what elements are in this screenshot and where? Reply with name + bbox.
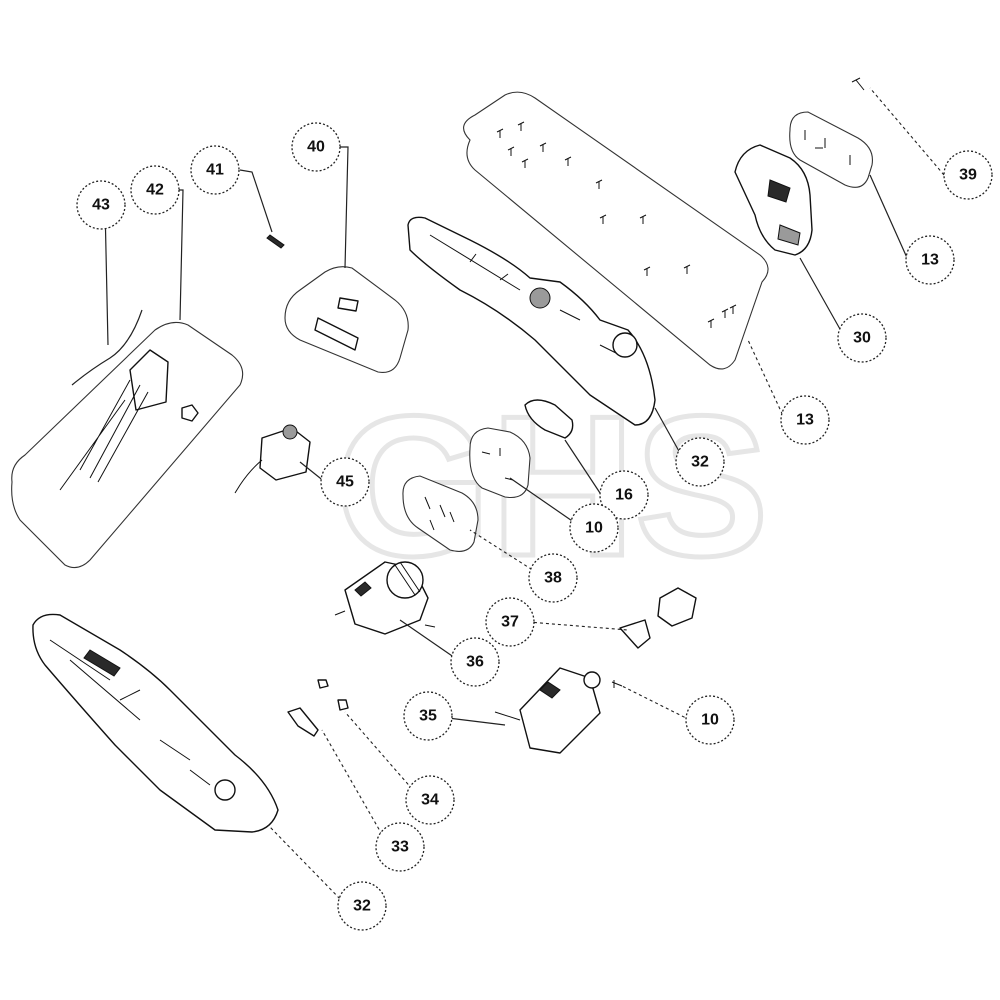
callout-label: 43 bbox=[92, 197, 110, 214]
callout-34: 34 bbox=[405, 775, 455, 825]
part-45-switch bbox=[234, 424, 311, 494]
callout-37: 37 bbox=[485, 597, 535, 647]
callout-label: 33 bbox=[391, 839, 409, 856]
callout-label: 37 bbox=[501, 614, 519, 631]
callout-32-upper: 32 bbox=[675, 437, 725, 487]
callout-42: 42 bbox=[130, 165, 180, 215]
callout-label: 16 bbox=[615, 487, 633, 504]
callout-label: 30 bbox=[853, 330, 871, 347]
screw-10-lower bbox=[611, 680, 623, 688]
callout-label: 41 bbox=[206, 162, 224, 179]
callout-label: 45 bbox=[336, 474, 354, 491]
screw-panel-38 bbox=[402, 475, 479, 552]
callout-30: 30 bbox=[837, 313, 887, 363]
callout-label: 32 bbox=[353, 898, 371, 915]
part-30-handle-cover bbox=[734, 144, 813, 256]
callout-45: 45 bbox=[320, 457, 370, 507]
part-36-motor bbox=[334, 561, 436, 635]
callout-label: 39 bbox=[959, 167, 977, 184]
screw-panel-10 bbox=[469, 427, 531, 499]
panel-40 bbox=[284, 266, 409, 373]
callout-10-upper: 10 bbox=[569, 503, 619, 553]
part-33 bbox=[287, 707, 319, 737]
part-37-cap bbox=[619, 587, 697, 649]
part-34 bbox=[317, 679, 349, 711]
part-16-clip bbox=[524, 399, 574, 439]
callout-label: 42 bbox=[146, 182, 164, 199]
callout-label: 35 bbox=[419, 708, 437, 725]
screw-panel-13-large bbox=[463, 91, 769, 370]
callout-43: 43 bbox=[76, 180, 126, 230]
callout-39: 39 bbox=[943, 150, 993, 200]
part-32-housing-lower bbox=[32, 613, 279, 833]
screw-panel-13-small bbox=[789, 111, 873, 188]
callout-35: 35 bbox=[403, 691, 453, 741]
callout-label: 10 bbox=[585, 520, 603, 537]
callout-32-lower: 32 bbox=[337, 881, 387, 931]
callout-40: 40 bbox=[291, 122, 341, 172]
part-32-housing-upper bbox=[407, 216, 656, 426]
part-41-spring bbox=[266, 234, 285, 249]
callout-13-large: 13 bbox=[780, 395, 830, 445]
callout-label: 38 bbox=[544, 570, 562, 587]
callout-label: 13 bbox=[796, 412, 814, 429]
callout-label: 34 bbox=[421, 792, 439, 809]
callout-label: 13 bbox=[921, 252, 939, 269]
screw-39 bbox=[851, 77, 865, 91]
callout-13-small: 13 bbox=[905, 235, 955, 285]
part-43-wire bbox=[71, 309, 143, 386]
callout-label: 40 bbox=[307, 139, 325, 156]
callout-16: 16 bbox=[599, 470, 649, 520]
callout-label: 32 bbox=[691, 454, 709, 471]
panel-42 bbox=[11, 321, 244, 569]
callout-33: 33 bbox=[375, 822, 425, 872]
callout-36: 36 bbox=[450, 637, 500, 687]
callout-38: 38 bbox=[528, 553, 578, 603]
callout-label: 10 bbox=[701, 712, 719, 729]
callout-41: 41 bbox=[190, 145, 240, 195]
callout-10-lower: 10 bbox=[685, 695, 735, 745]
part-35-tank bbox=[494, 667, 601, 754]
callout-label: 36 bbox=[466, 654, 484, 671]
